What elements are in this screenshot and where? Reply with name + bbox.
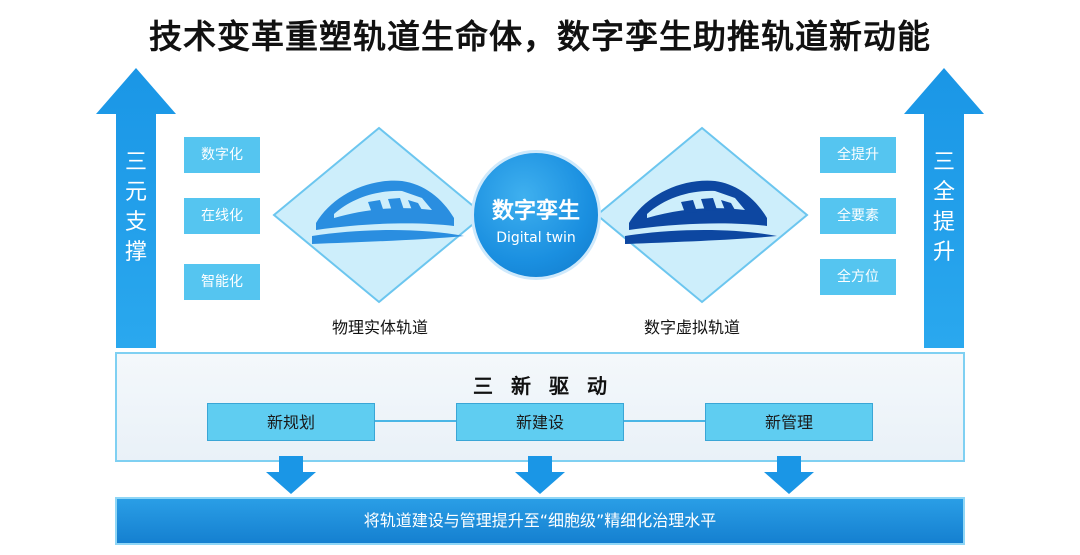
tag-digitalization: 数字化 bbox=[184, 137, 260, 173]
tag-all-elements: 全要素 bbox=[820, 198, 896, 234]
tag-online: 在线化 bbox=[184, 198, 260, 234]
tag-full-improvement: 全提升 bbox=[820, 137, 896, 173]
page-title: 技术变革重塑轨道生命体，数字孪生助推轨道新动能 bbox=[149, 17, 931, 56]
left-arrow-label: 三 元 支 撑 bbox=[121, 148, 151, 268]
down-arrow-icon bbox=[764, 456, 814, 494]
drive-new-planning: 新规划 bbox=[207, 403, 375, 441]
virtual-rail-diamond bbox=[595, 126, 809, 304]
physical-rail-diamond bbox=[272, 126, 486, 304]
left-arrow-char: 撑 bbox=[124, 240, 147, 265]
right-arrow-char: 提 bbox=[932, 210, 955, 235]
right-arrow-char: 三 bbox=[932, 150, 955, 175]
drive-new-management: 新管理 bbox=[705, 403, 873, 441]
tag-intelligent: 智能化 bbox=[184, 264, 260, 300]
left-arrow-char: 三 bbox=[124, 150, 147, 175]
left-up-arrow bbox=[96, 68, 176, 348]
down-arrow-icon bbox=[266, 456, 316, 494]
right-arrow-char: 升 bbox=[932, 240, 955, 265]
virtual-rail-caption: 数字虚拟轨道 bbox=[643, 318, 740, 337]
left-arrow-char: 元 bbox=[124, 180, 147, 205]
physical-train-icon bbox=[312, 180, 464, 244]
right-up-arrow bbox=[904, 68, 984, 348]
three-new-drives-title: 三新驱动 bbox=[473, 374, 625, 398]
left-arrow-char: 支 bbox=[124, 210, 147, 235]
right-arrow-label: 三 全 提 升 bbox=[929, 148, 959, 268]
drive-new-construction: 新建设 bbox=[456, 403, 624, 441]
digital-twin-title: 数字孪生 bbox=[491, 199, 580, 224]
tag-all-directions: 全方位 bbox=[820, 259, 896, 295]
virtual-train-icon bbox=[625, 180, 777, 244]
physical-rail-caption: 物理实体轨道 bbox=[331, 318, 428, 337]
right-arrow-char: 全 bbox=[932, 180, 955, 205]
down-arrow-icon bbox=[515, 456, 565, 494]
digital-twin-circle: 数字孪生 Digital twin bbox=[471, 150, 601, 280]
digital-twin-subtitle: Digital twin bbox=[496, 230, 576, 246]
bottom-goal-bar: 将轨道建设与管理提升至“细胞级”精细化治理水平 bbox=[115, 497, 965, 545]
